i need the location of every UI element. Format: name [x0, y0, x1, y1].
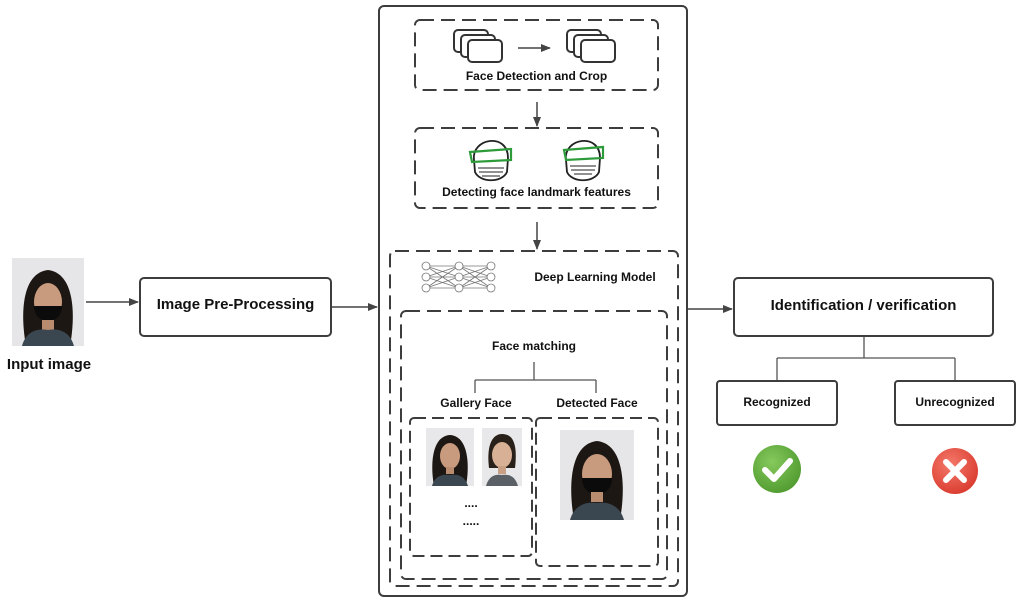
preprocess-box — [139, 277, 332, 337]
landmark-label: Detecting face landmark features — [442, 185, 631, 199]
matching-connector — [474, 362, 597, 393]
landmark-masked-face-icon — [562, 140, 605, 182]
face-matching-box — [400, 310, 668, 580]
check-icon — [753, 445, 801, 493]
detected-box — [535, 417, 659, 567]
recognized-box — [716, 380, 838, 426]
face-detection-box — [414, 19, 659, 91]
landmark-box — [414, 127, 659, 209]
gallery-photo-2 — [482, 428, 522, 486]
pipeline-container — [378, 5, 688, 597]
detected-photo — [560, 430, 634, 520]
preprocess-label: Image Pre-Processing — [156, 296, 315, 313]
error-icon — [932, 448, 978, 494]
deep-learning-box — [389, 250, 679, 587]
gallery-ellipsis-1: .... — [464, 496, 478, 510]
identification-label: Identification / verification — [770, 297, 957, 314]
cropped-stack-icon — [566, 29, 616, 63]
input-photo — [12, 258, 84, 346]
face-detection-label: Face Detection and Crop — [465, 69, 608, 83]
landmark-face-icon — [468, 140, 513, 182]
gallery-ellipsis-2: ..... — [462, 514, 480, 528]
gallery-box — [409, 417, 533, 557]
unrecognized-label: Unrecognized — [915, 395, 995, 409]
image-stack-icon — [453, 29, 503, 63]
identification-box — [733, 277, 994, 337]
result-connector — [776, 337, 956, 380]
gallery-photo-1 — [426, 428, 474, 486]
face-matching-label: Face matching — [491, 339, 577, 353]
unrecognized-box — [894, 380, 1016, 426]
detected-face-label: Detected Face — [556, 396, 638, 410]
input-image-label: Input image — [6, 356, 92, 373]
gallery-face-label: Gallery Face — [440, 396, 512, 410]
neural-network-icon — [421, 261, 496, 293]
deep-learning-label: Deep Learning Model — [534, 270, 656, 284]
recognized-label: Recognized — [743, 395, 811, 409]
